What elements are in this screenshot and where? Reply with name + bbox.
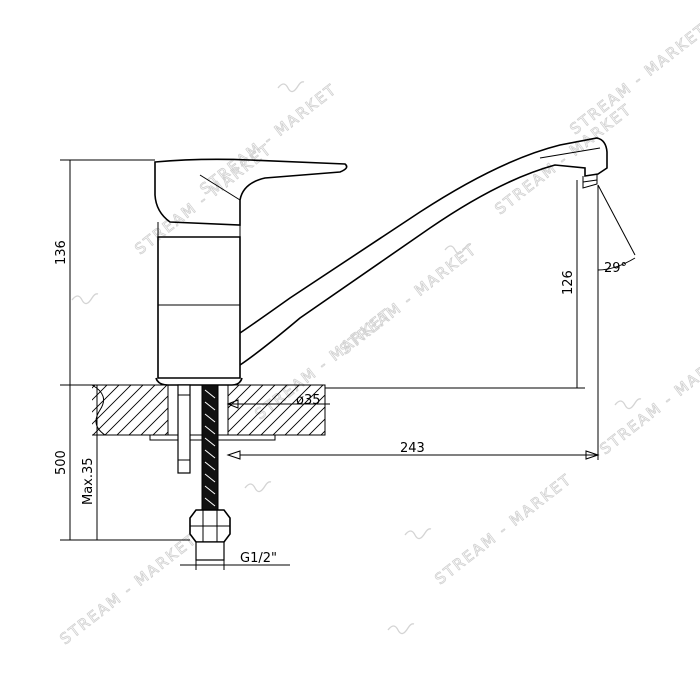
wave-logo-icon (404, 528, 432, 540)
watermark-text: STREAM - MARKET (491, 100, 635, 218)
wave-logo-icon (614, 398, 642, 410)
dim-spout-reach: 243 (400, 441, 425, 456)
watermark-3: STREAM - MARKET (196, 80, 341, 199)
dim-hole-diameter: ø35 (296, 393, 321, 408)
watermark-text: STREAM - MARKET (251, 305, 395, 423)
mounting-hardware (177, 384, 231, 561)
faucet-body (154, 137, 608, 386)
dim-total-height: 136 (54, 240, 69, 265)
watermark-text: STREAM - MARKET (566, 20, 700, 138)
dimension-labels: 136 500 Max.35 126 29° ø35 243 G1/2" (54, 240, 627, 566)
watermark-text: STREAM - MARKET (596, 340, 700, 458)
lever-handle (154, 158, 348, 226)
wave-logo-icon (244, 481, 272, 493)
watermark-layer: STREAM - MARKET STREAM - MARKET STREAM -… (56, 20, 700, 649)
dim-spout-angle: 29° (604, 261, 627, 276)
wave-logo-icon (444, 243, 472, 255)
watermark-text: STREAM - MARKET (196, 80, 340, 198)
watermark-text: STREAM - MARKET (56, 530, 200, 648)
wave-logo-icon (71, 293, 99, 305)
watermark-text: STREAM - MARKET (431, 470, 575, 588)
watermark-4: STREAM - MARKET (566, 20, 700, 139)
faucet-cylinder (157, 236, 241, 379)
watermark-2: STREAM - MARKET (491, 100, 636, 219)
watermark-7: STREAM - MARKET (431, 470, 576, 589)
dim-max-thickness: Max.35 (81, 457, 96, 505)
dimension-lines (60, 159, 636, 570)
dim-connection-thread: G1/2" (240, 551, 277, 566)
dim-hose-length: 500 (54, 450, 69, 475)
watermark-8: STREAM - MARKET (56, 530, 201, 649)
watermark-9: STREAM - MARKET (596, 340, 700, 459)
dim-spout-height: 126 (561, 270, 576, 295)
wave-logo-icon (277, 81, 305, 93)
wave-logo-icon (387, 623, 415, 635)
spout (239, 137, 608, 366)
watermark-6: STREAM - MARKET (251, 305, 396, 424)
